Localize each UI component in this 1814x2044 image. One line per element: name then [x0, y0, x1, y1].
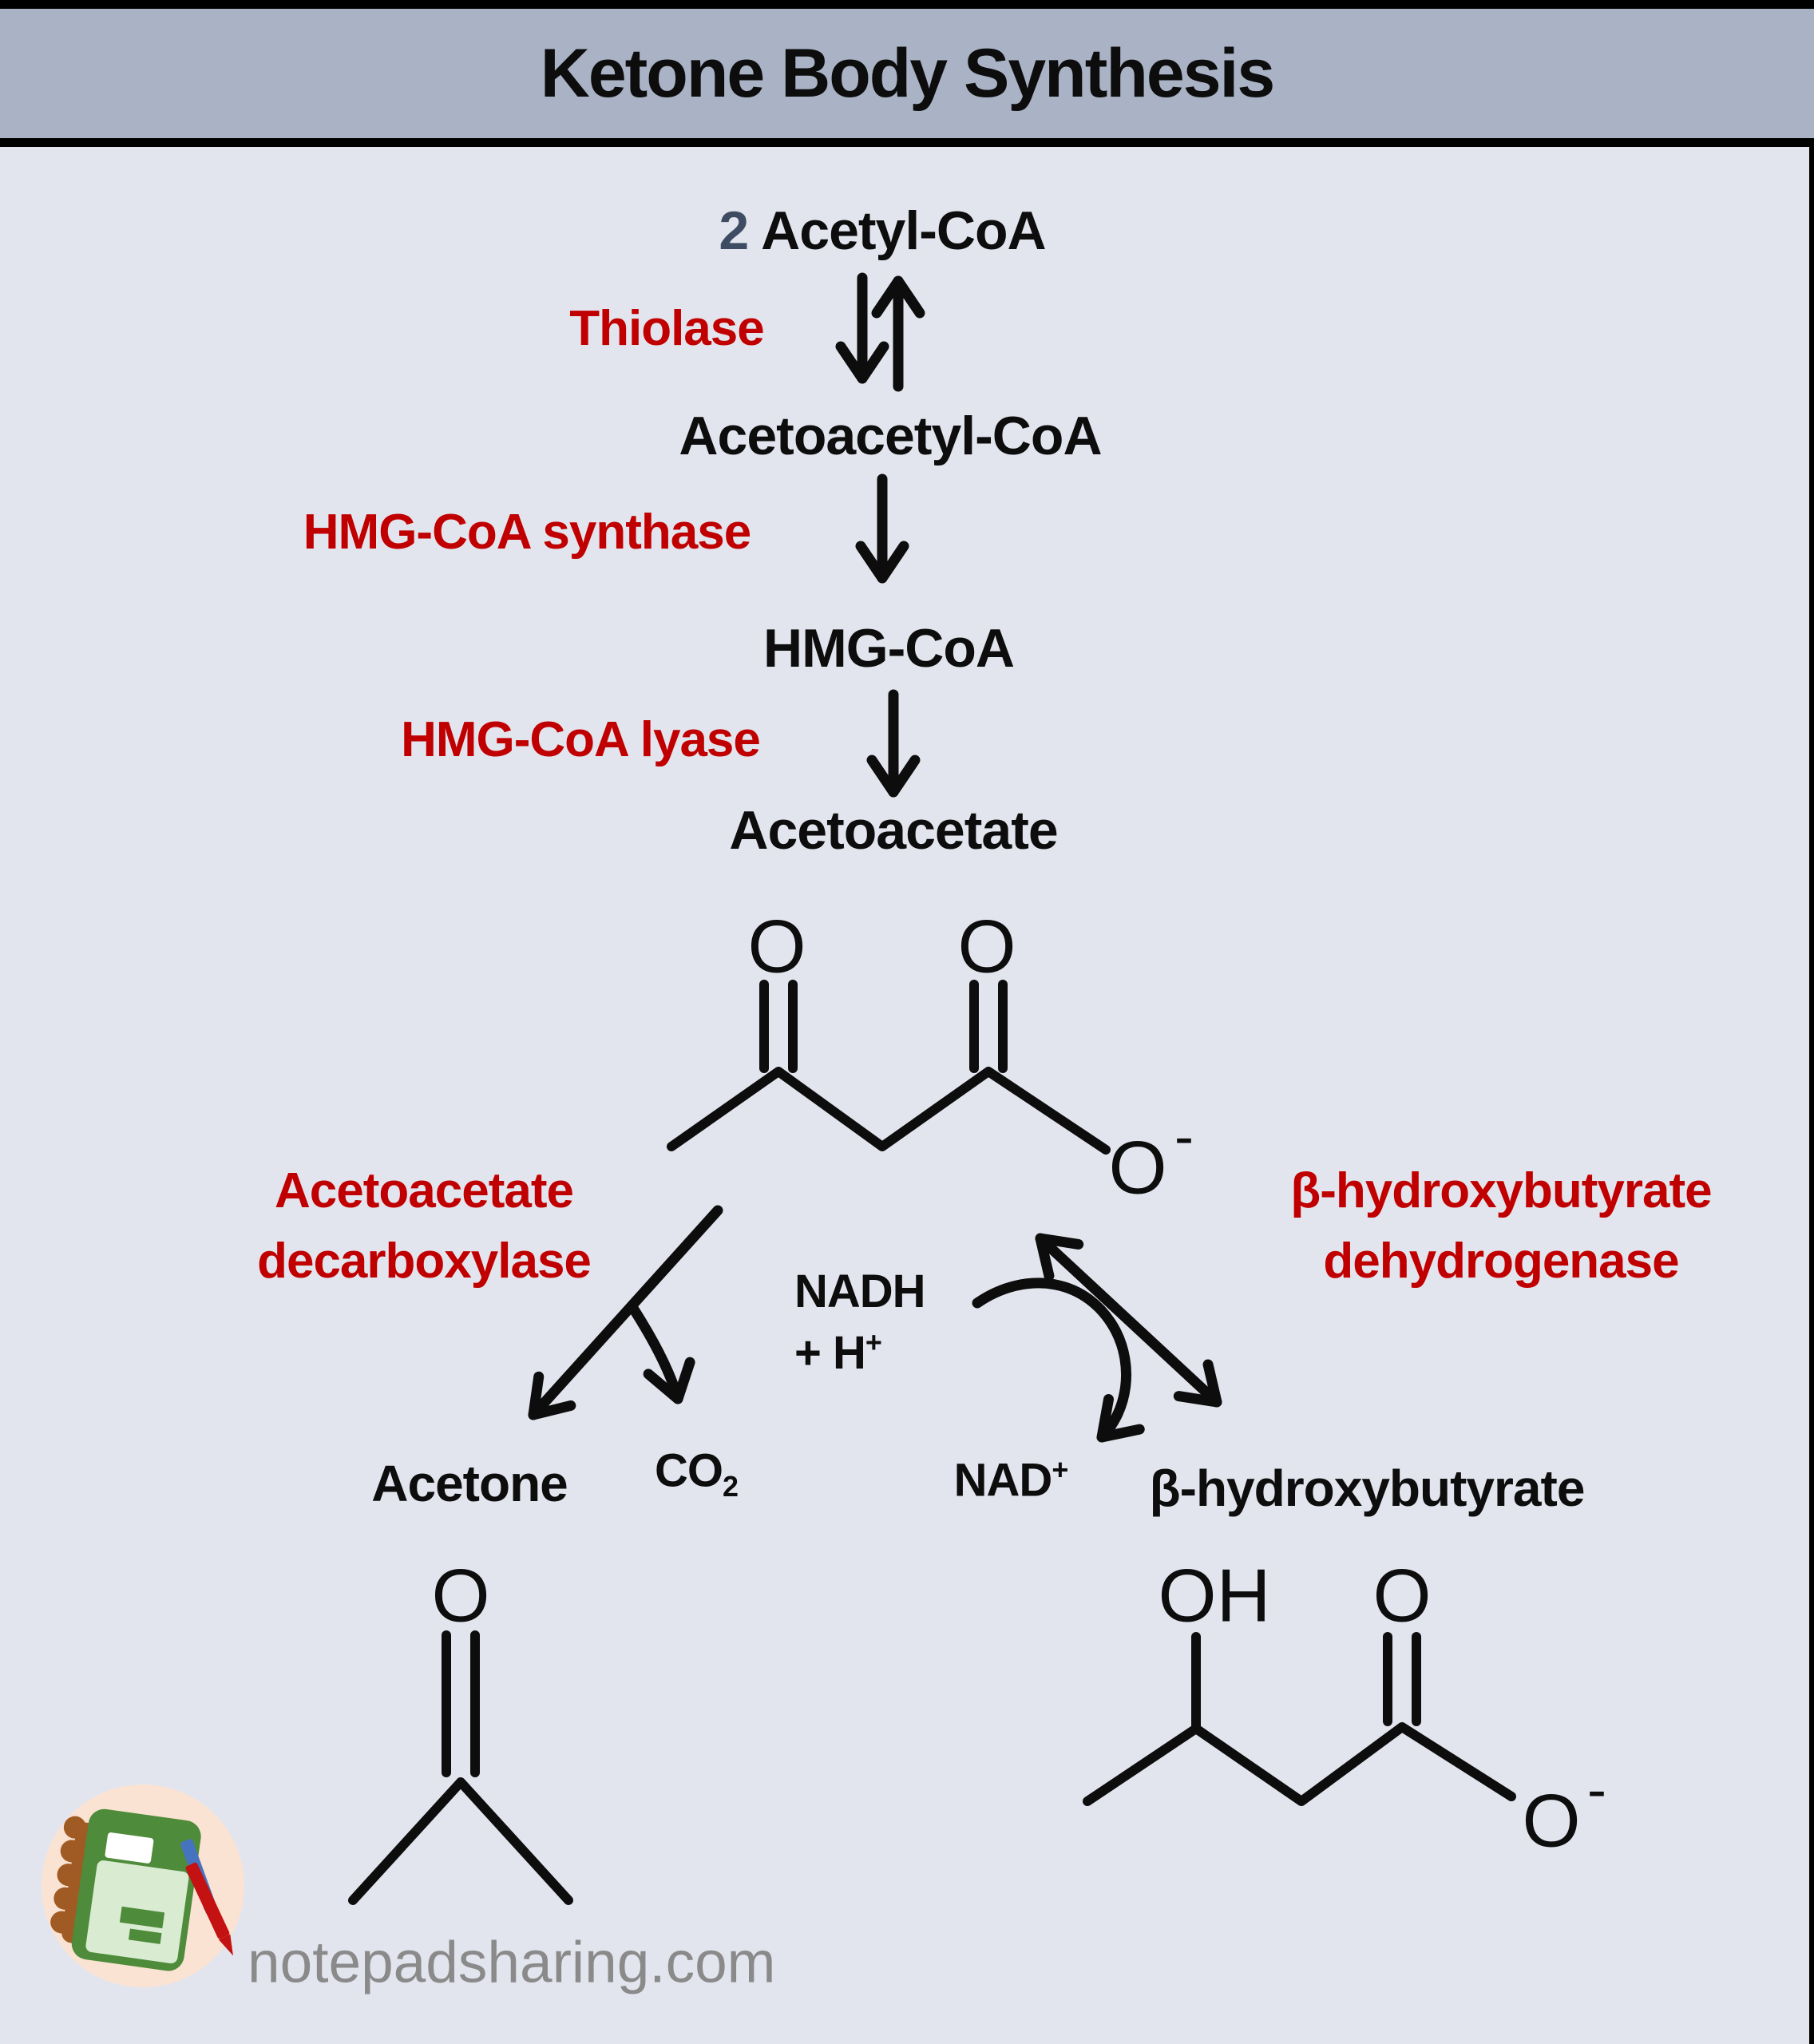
atom-hydroxyl-label: OH	[1159, 1554, 1271, 1638]
pen-body	[185, 1862, 230, 1939]
notebook-line	[128, 1928, 162, 1944]
structure-acetone: O	[348, 1554, 573, 1905]
atom-oxygen-label: O	[957, 905, 1016, 988]
cofactor-nad: NAD+	[953, 1450, 1069, 1511]
cofactor-label: + H+	[794, 1322, 925, 1384]
website-text: notepadsharing.com	[248, 1930, 776, 1995]
carbon-skeleton	[1083, 1722, 1516, 1806]
node-acetoacetyl-coa: Acetoacetyl-CoA	[679, 406, 1102, 466]
subscript-two: 2	[723, 1470, 739, 1503]
enzyme-label-line: dehydrogenase	[1323, 1234, 1679, 1289]
notebook-icon	[50, 1808, 201, 1971]
enzyme-thiolase: Thiolase	[569, 301, 765, 356]
spiral-bump	[53, 1887, 77, 1910]
enzyme-hmg-coa-lyase: HMG-CoA lyase	[401, 712, 761, 767]
page-title: Ketone Body Synthesis	[540, 34, 1276, 112]
product-acetone: Acetone	[371, 1455, 568, 1512]
atom-oxygen-label: O	[747, 905, 806, 988]
stoichiometric-coefficient: 2	[719, 200, 749, 261]
structure-bhb: OH O O -	[1083, 1554, 1606, 1863]
enzyme-label-line: Acetoacetate	[275, 1163, 574, 1218]
arrow-to-acetone	[528, 1205, 723, 1420]
charge-minus: -	[1587, 1758, 1606, 1822]
logo	[42, 1785, 244, 1987]
cofactor-nadh: NADH + H+	[794, 1261, 926, 1384]
charge-minus: -	[1174, 1105, 1194, 1169]
spiral-bump	[50, 1911, 73, 1934]
atom-oxygen-label: O	[1372, 1554, 1431, 1638]
cofactor-label: NADH	[794, 1266, 926, 1317]
enzyme-acetoacetate-decarboxylase: Acetoacetate decarboxylase	[257, 1156, 592, 1297]
superscript-plus: +	[865, 1325, 882, 1359]
enzyme-label-line: decarboxylase	[257, 1234, 592, 1289]
pen-red-icon	[185, 1862, 234, 1956]
enzyme-hmg-coa-synthase: HMG-CoA synthase	[303, 505, 751, 560]
product-bhb: β-hydroxybutyrate	[1149, 1460, 1586, 1517]
spiral-bump	[63, 1816, 86, 1839]
enzyme-label-line: β-hydroxybutyrate	[1290, 1163, 1712, 1218]
spiral-bump	[57, 1864, 80, 1887]
spiral-bump	[60, 1840, 83, 1863]
arrow-acetoacetate-bhb-reversible	[1035, 1233, 1222, 1408]
atom-oxygen-label: O	[431, 1554, 489, 1638]
molecule-label: CO	[655, 1444, 723, 1497]
atom-oxygen-label: O	[1108, 1126, 1166, 1210]
pen-tip	[218, 1934, 234, 1956]
notebook-line	[119, 1906, 165, 1929]
enzyme-bhb-dehydrogenase: β-hydroxybutyrate dehydrogenase	[1290, 1156, 1712, 1297]
cofactor-h: + H	[794, 1327, 866, 1379]
structure-acetoacetate: O O O -	[667, 905, 1194, 1210]
arrow-to-co2	[628, 1304, 695, 1404]
notebook-label	[105, 1832, 154, 1864]
title-bar: Ketone Body Synthesis	[0, 9, 1814, 138]
node-hmg-coa: HMG-CoA	[762, 618, 1015, 679]
cofactor-label: NAD	[953, 1454, 1053, 1507]
metabolite-label: Acetyl-CoA	[761, 200, 1046, 261]
superscript-plus: +	[1052, 1453, 1068, 1487]
atom-oxygen-label: O	[1522, 1779, 1580, 1863]
byproduct-co2: CO2	[655, 1440, 739, 1503]
node-acetoacetate: Acetoacetate	[729, 800, 1058, 861]
diagram-background	[0, 147, 1809, 2044]
reaction-arrows	[528, 272, 1222, 1443]
carbon-skeleton	[667, 1067, 1111, 1155]
carbon-skeleton	[348, 1777, 573, 1905]
arrow-nadh-to-nad	[972, 1278, 1145, 1443]
